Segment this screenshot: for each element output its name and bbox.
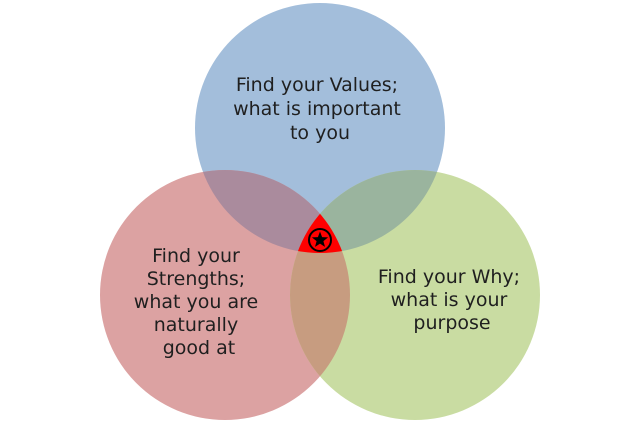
strengths-label-line: Find your: [152, 245, 240, 267]
why-label-line: what is your: [391, 289, 508, 311]
strengths-label-line: naturally: [154, 314, 238, 336]
values-label-line: what is important: [233, 98, 401, 120]
why-label-line: purpose: [413, 312, 490, 334]
values-strengths-overlap: [195, 170, 350, 253]
values-label-line: to you: [290, 122, 350, 144]
why-label-line: Find your Why;: [378, 266, 520, 288]
strengths-label-line: good at: [163, 337, 236, 359]
values-why-overlap: [290, 170, 445, 253]
strengths-label-line: Strengths;: [147, 268, 246, 290]
strengths-label: Find your Strengths; what you are natura…: [134, 245, 264, 359]
why-label: Find your Why; what is your purpose: [378, 266, 526, 334]
values-label-line: Find your Values;: [236, 74, 398, 96]
star-icon: [308, 228, 332, 252]
strengths-label-line: what you are: [134, 291, 258, 313]
values-label: Find your Values; what is important to y…: [233, 74, 407, 144]
